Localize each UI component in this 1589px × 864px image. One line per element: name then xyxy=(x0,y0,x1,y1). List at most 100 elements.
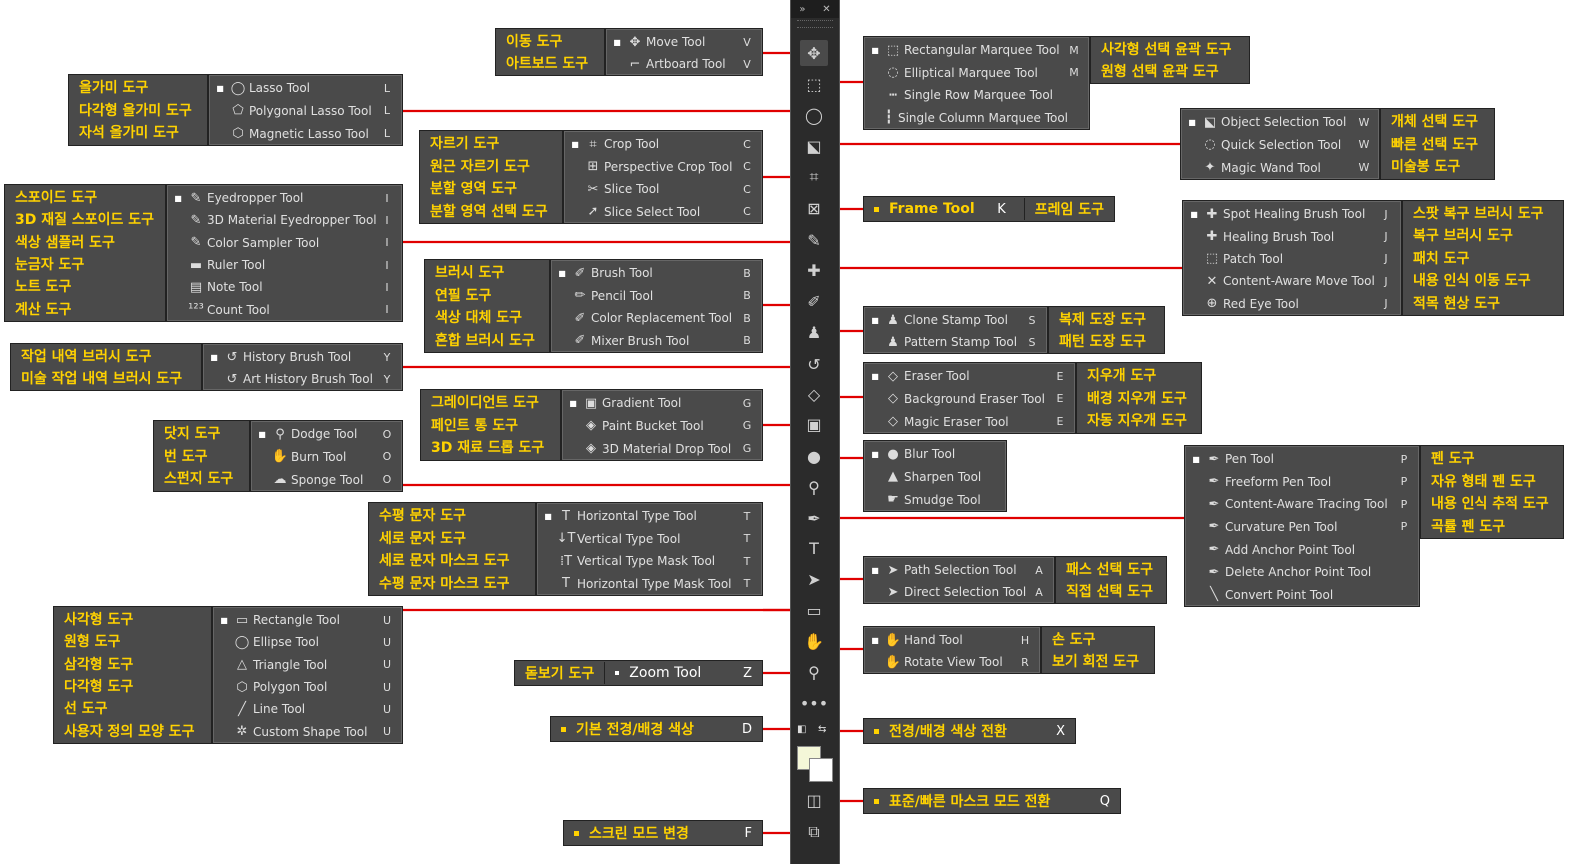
tool-menu-item[interactable]: ╲Convert Point Tool xyxy=(1189,583,1413,606)
brush-icon[interactable]: ✐ xyxy=(807,291,821,311)
tool-menu-item[interactable]: ✒Delete Anchor Point Tool xyxy=(1189,561,1413,584)
gradient-icon[interactable]: ▣ xyxy=(806,414,822,434)
move-icon[interactable]: ✥ xyxy=(800,40,828,66)
tool-label[interactable]: Frame Tool xyxy=(889,201,975,217)
hand-icon[interactable]: ✋ xyxy=(804,631,824,651)
rectangle-icon[interactable]: ▭ xyxy=(806,600,822,620)
blur-icon[interactable]: ● xyxy=(807,446,821,466)
history-brush-icon[interactable]: ↺ xyxy=(807,354,821,374)
stamp-icon[interactable]: ♟ xyxy=(806,322,822,342)
healing-icon[interactable]: ✚ xyxy=(807,260,821,280)
screen-mode-icon[interactable]: ⧉ xyxy=(808,822,820,841)
path-select-icon[interactable]: ➤ xyxy=(807,569,821,589)
eyedropper-icon[interactable]: ✎ xyxy=(807,230,821,250)
tool-label[interactable]: Zoom Tool xyxy=(629,665,702,681)
more-icon[interactable]: ••• xyxy=(799,693,829,713)
close-icon[interactable]: ✕ xyxy=(822,3,831,15)
background-color-swatch[interactable] xyxy=(809,758,833,782)
pen-icon[interactable]: ✒ xyxy=(807,508,821,528)
tool-menu-item[interactable]: ▲Sharpen Tool xyxy=(868,466,1000,489)
dodge-icon[interactable]: ⚲ xyxy=(808,477,820,497)
collapse-icon[interactable]: » xyxy=(799,3,806,15)
lasso-icon[interactable]: ◯ xyxy=(805,105,823,125)
tool-menu-item[interactable]: ┇Single Column Marquee Tool xyxy=(868,107,1083,130)
zoom-icon[interactable]: ⚲ xyxy=(808,662,820,682)
marquee-icon[interactable]: ⬚ xyxy=(806,74,822,94)
quick-mask-icon[interactable]: ◫ xyxy=(806,790,822,810)
tool-menu-item[interactable]: ✒Add Anchor Point Tool xyxy=(1189,538,1413,561)
crop-icon[interactable]: ⌗ xyxy=(809,167,819,186)
panel-grip[interactable] xyxy=(797,20,833,28)
frame-icon[interactable]: ⊠ xyxy=(807,198,821,218)
default-colors-icon[interactable]: ◧ xyxy=(797,724,807,735)
swap-colors-icon[interactable]: ⇆ xyxy=(818,724,827,735)
eraser-icon[interactable]: ◇ xyxy=(807,384,821,404)
tool-menu-item[interactable]: ■●Blur Tool xyxy=(868,443,1000,466)
tool-menu-item[interactable]: ┅Single Row Marquee Tool xyxy=(868,84,1083,107)
tool-menu-item[interactable]: ☛Smudge Tool xyxy=(868,488,1000,511)
object-select-icon[interactable]: ⬕ xyxy=(806,136,822,156)
type-icon[interactable]: T xyxy=(809,538,819,558)
